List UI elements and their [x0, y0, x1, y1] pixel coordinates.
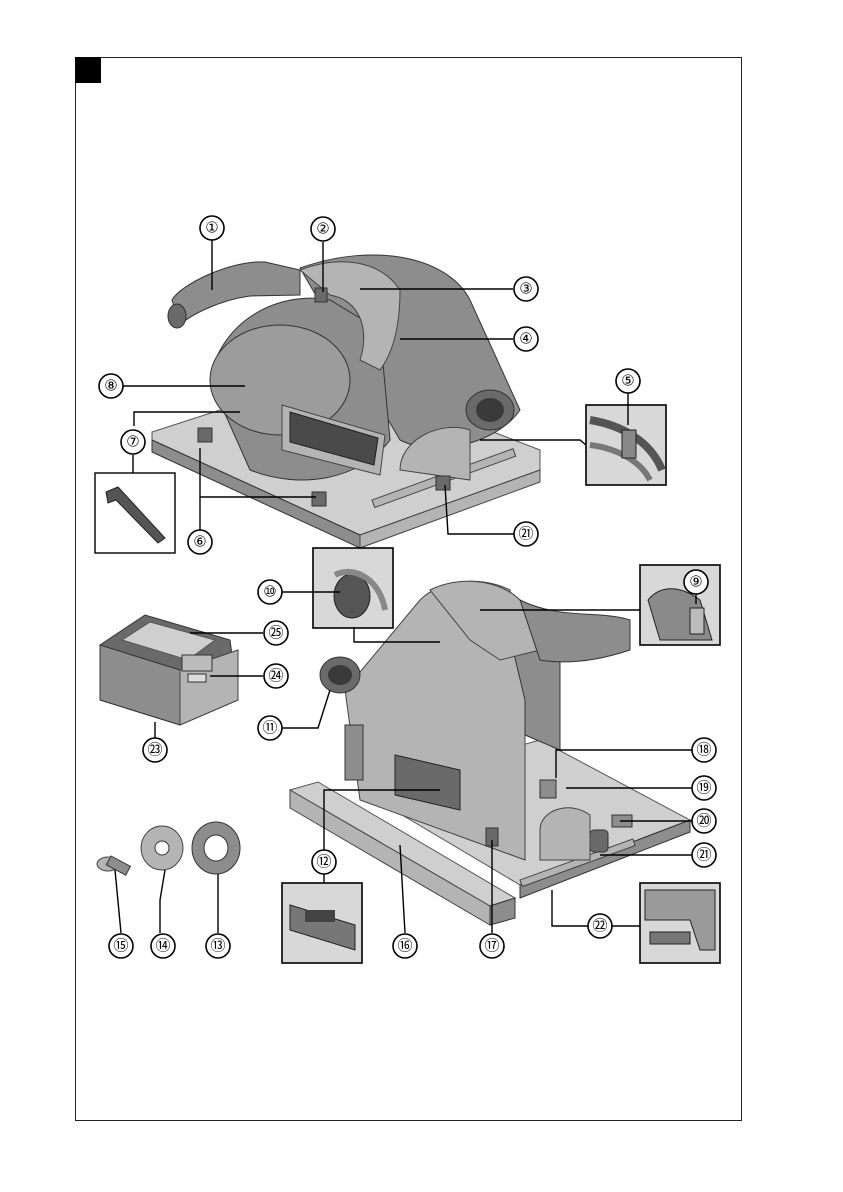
svg-text:⑤: ⑤	[621, 373, 634, 390]
callout-21-bottom: ㉑	[692, 843, 716, 867]
callout-11: ⑪	[258, 716, 282, 740]
callout-4: ④	[514, 327, 538, 351]
callout-10: ⑩	[258, 580, 282, 604]
callout-1: ①	[200, 216, 224, 240]
svg-text:⑮: ⑮	[113, 938, 128, 955]
svg-text:⑳: ⑳	[696, 813, 711, 830]
callout-15: ⑮	[109, 934, 133, 958]
callout-24: ㉔	[264, 664, 288, 688]
callout-13: ⑬	[206, 934, 230, 958]
svg-text:⑲: ⑲	[696, 780, 711, 797]
svg-text:⑧: ⑧	[104, 378, 117, 395]
svg-text:⑥: ⑥	[193, 534, 206, 551]
inset-12-detail	[282, 883, 362, 963]
callout-19: ⑲	[692, 776, 716, 800]
callout-3: ③	[514, 277, 538, 301]
callout-5: ⑤	[616, 369, 640, 393]
callout-20: ⑳	[692, 809, 716, 833]
svg-text:⑭: ⑭	[155, 938, 170, 955]
callout-16: ⑯	[393, 934, 417, 958]
callout-6: ⑥	[188, 530, 212, 554]
svg-text:⑫: ⑫	[316, 854, 331, 871]
inset-22-detail	[640, 883, 720, 963]
callout-14: ⑭	[151, 934, 175, 958]
svg-text:㉔: ㉔	[268, 668, 283, 685]
svg-text:㉕: ㉕	[268, 625, 283, 642]
callout-7: ⑦	[121, 430, 145, 454]
circular-saw-top-view	[152, 255, 540, 548]
svg-text:㉑: ㉑	[518, 526, 533, 543]
outer-flange	[141, 826, 183, 870]
svg-text:⑪: ⑪	[262, 720, 277, 737]
callout-25: ㉕	[264, 621, 288, 645]
circular-saw-side-view	[290, 581, 690, 925]
svg-text:⑰: ⑰	[484, 938, 499, 955]
hex-key	[95, 473, 175, 553]
svg-text:①: ①	[205, 220, 218, 237]
inner-flange	[192, 822, 240, 874]
callout-22: ㉒	[588, 914, 612, 938]
inset-10-detail	[313, 548, 393, 628]
svg-text:⑯: ⑯	[397, 938, 412, 955]
callout-8: ⑧	[99, 374, 123, 398]
svg-text:㉑: ㉑	[696, 847, 711, 864]
callout-9: ⑨	[684, 570, 708, 594]
clamping-screw	[97, 856, 130, 875]
inset-9-detail	[640, 565, 720, 645]
svg-text:⑨: ⑨	[689, 574, 702, 591]
svg-text:⑩: ⑩	[263, 584, 276, 601]
callout-12: ⑫	[312, 850, 336, 874]
svg-text:⑦: ⑦	[126, 434, 139, 451]
svg-text:②: ②	[316, 221, 329, 238]
callout-23: ㉓	[143, 738, 167, 762]
svg-text:③: ③	[519, 281, 532, 298]
callout-18: ⑱	[692, 738, 716, 762]
callout-2: ②	[311, 217, 335, 241]
battery-pack	[100, 615, 238, 725]
callout-17: ⑰	[480, 934, 504, 958]
svg-text:㉒: ㉒	[592, 918, 607, 935]
svg-text:⑬: ⑬	[210, 938, 225, 955]
inset-5-detail	[586, 405, 666, 485]
svg-text:④: ④	[519, 331, 532, 348]
svg-text:㉓: ㉓	[147, 742, 162, 759]
svg-text:⑱: ⑱	[696, 742, 711, 759]
callout-21-top: ㉑	[514, 522, 538, 546]
